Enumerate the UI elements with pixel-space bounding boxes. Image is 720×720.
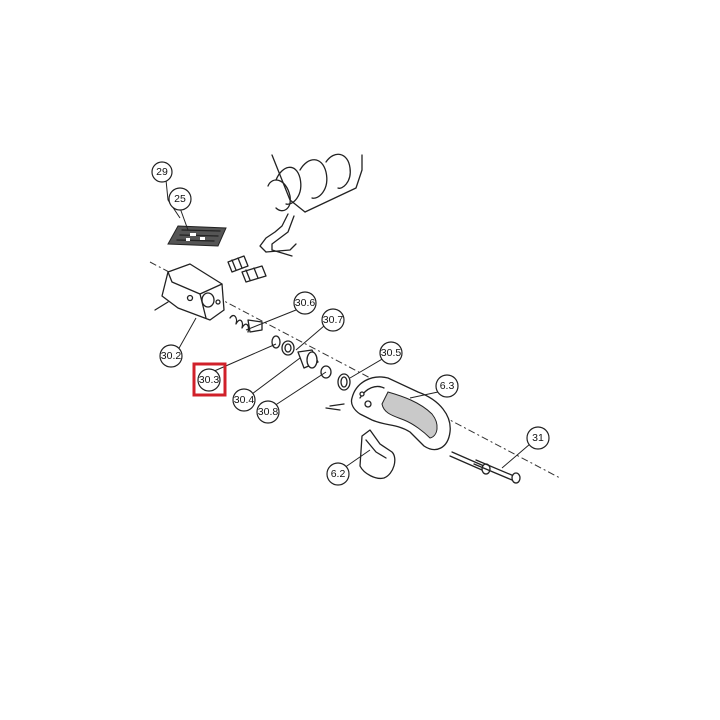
svg-text:30.3: 30.3 — [199, 374, 220, 386]
callout-30-6: 30.6 — [293, 291, 317, 315]
callout-31: 31 — [526, 426, 550, 450]
callout-30-7: 30.7 — [321, 308, 345, 332]
svg-text:30.5: 30.5 — [381, 347, 402, 359]
svg-text:6.2: 6.2 — [331, 468, 346, 480]
connector-plugs — [227, 255, 267, 283]
callout-6-3: 6.3 — [435, 374, 459, 398]
callout-6-2: 6.2 — [326, 462, 350, 486]
callout-29: 29 — [151, 161, 173, 183]
svg-text:30.2: 30.2 — [161, 350, 182, 362]
handle-grip — [325, 376, 451, 451]
svg-text:30.7: 30.7 — [323, 314, 344, 326]
svg-text:30.8: 30.8 — [258, 406, 279, 418]
wire-frame-part — [259, 153, 363, 257]
svg-text:30.6: 30.6 — [295, 297, 316, 309]
callout-30-3: 30.3 — [197, 368, 221, 392]
callout-25: 25 — [168, 187, 192, 211]
leader-lines — [165, 179, 531, 469]
svg-text:30.4: 30.4 — [234, 394, 255, 406]
callout-30-5: 30.5 — [379, 341, 403, 365]
svg-text:6.3: 6.3 — [440, 380, 455, 392]
svg-text:25: 25 — [174, 193, 186, 205]
side-cover — [359, 429, 396, 480]
callout-30-8: 30.8 — [256, 400, 280, 424]
screws — [449, 451, 521, 484]
svg-text:31: 31 — [532, 432, 544, 444]
motor-housing-block — [154, 263, 225, 321]
highlight-box-30-3 — [192, 362, 227, 397]
circuit-board-plate — [167, 225, 227, 247]
callout-30-4: 30.4 — [232, 388, 256, 412]
callout-30-2: 30.2 — [159, 344, 183, 368]
washers-seals — [271, 335, 351, 391]
svg-text:29: 29 — [156, 166, 168, 178]
